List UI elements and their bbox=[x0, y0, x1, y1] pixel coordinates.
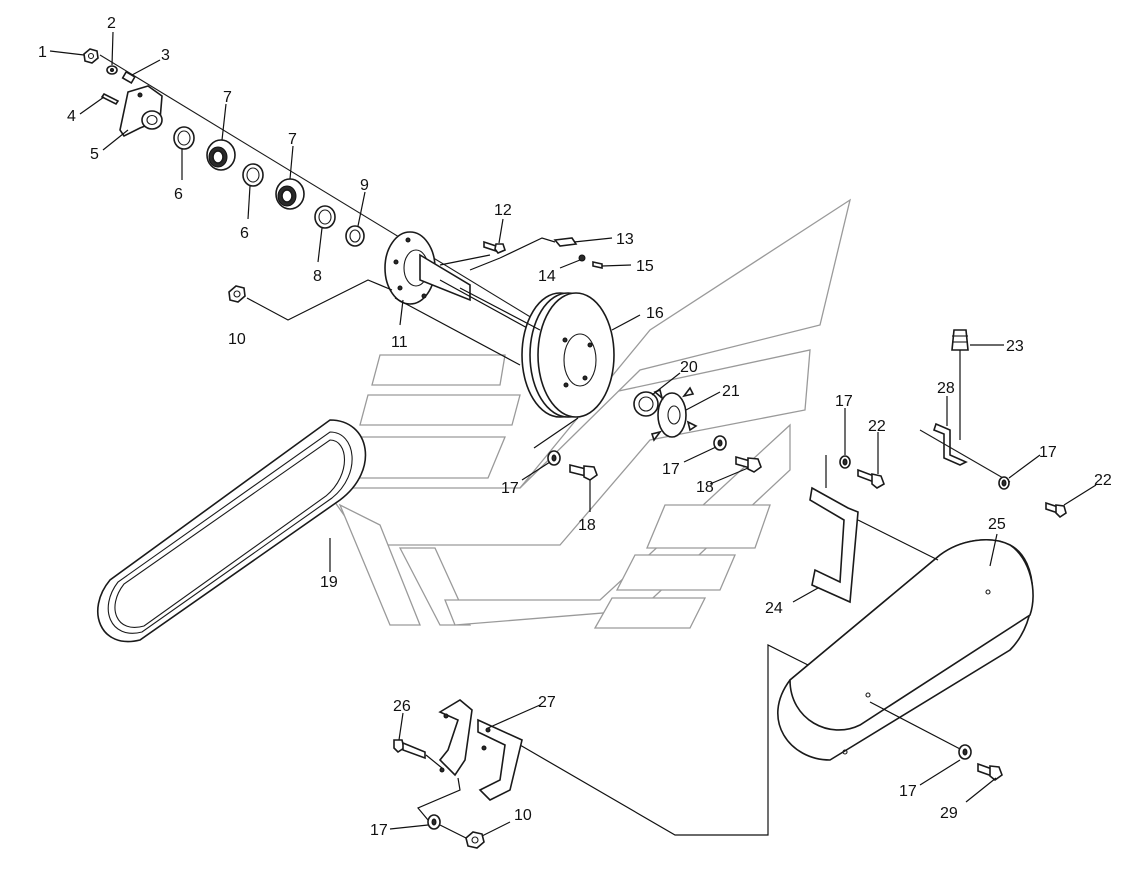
callout-22-a: 22 bbox=[868, 418, 886, 435]
callout-26: 26 bbox=[393, 698, 411, 715]
callout-28: 28 bbox=[937, 380, 955, 397]
callout-9: 9 bbox=[360, 177, 369, 194]
part-12-bolt bbox=[483, 240, 506, 254]
callout-17-e: 17 bbox=[370, 822, 388, 839]
part-18-bolt-b bbox=[735, 455, 762, 473]
callout-7-a: 7 bbox=[223, 89, 232, 106]
part-13-clip bbox=[553, 237, 578, 247]
part-17-lock-washer-a bbox=[547, 450, 561, 466]
callout-19: 19 bbox=[320, 574, 338, 591]
part-27-bracket bbox=[438, 699, 523, 801]
callout-25: 25 bbox=[988, 516, 1006, 533]
part-7-bearing-a bbox=[206, 139, 236, 171]
callout-13: 13 bbox=[616, 231, 634, 248]
part-26-bolt bbox=[393, 739, 426, 760]
shaft-axis-line bbox=[99, 54, 561, 336]
part-11-hub bbox=[384, 231, 471, 305]
callout-17-a: 17 bbox=[501, 480, 519, 497]
callout-3: 3 bbox=[161, 47, 170, 64]
callout-12: 12 bbox=[494, 202, 512, 219]
part-17-lock-washer-d bbox=[998, 476, 1010, 490]
callout-6-a: 6 bbox=[174, 186, 183, 203]
callout-20: 20 bbox=[680, 359, 698, 376]
callout-15: 15 bbox=[636, 258, 654, 275]
part-17-lock-washer-f bbox=[427, 814, 441, 830]
part-3-pin bbox=[121, 70, 136, 85]
callout-17-c: 17 bbox=[835, 393, 853, 410]
part-14-washer bbox=[578, 254, 586, 262]
part-28-bracket bbox=[933, 422, 968, 466]
part-16-pulley bbox=[521, 292, 615, 418]
part-18-bolt-a bbox=[569, 463, 598, 481]
callout-10-a: 10 bbox=[228, 331, 246, 348]
part-1-nut bbox=[83, 48, 99, 64]
callout-27: 27 bbox=[538, 694, 556, 711]
part-7-bearing-b bbox=[275, 178, 305, 210]
part-6-ring-b bbox=[242, 163, 264, 187]
part-17-lock-washer-c bbox=[839, 455, 851, 469]
part-17-lock-washer-e bbox=[958, 744, 972, 760]
part-20-ring bbox=[633, 391, 659, 417]
callout-1: 1 bbox=[38, 44, 47, 61]
callout-8: 8 bbox=[313, 268, 322, 285]
part-29-bolt bbox=[977, 762, 1003, 782]
part-22-bolt-a bbox=[857, 468, 885, 489]
callout-21: 21 bbox=[722, 383, 740, 400]
callout-23: 23 bbox=[1006, 338, 1024, 355]
part-10-nut-b bbox=[465, 831, 485, 849]
part-24-bracket bbox=[809, 486, 859, 604]
part-9-snap-ring bbox=[345, 225, 365, 247]
callout-14: 14 bbox=[538, 268, 556, 285]
callout-18-b: 18 bbox=[696, 479, 714, 496]
callout-17-b: 17 bbox=[662, 461, 680, 478]
callout-7-b: 7 bbox=[288, 131, 297, 148]
part-10-nut-a bbox=[228, 285, 246, 303]
part-22-bolt-b bbox=[1045, 501, 1067, 519]
callout-17-d: 17 bbox=[1039, 444, 1057, 461]
part-4-key bbox=[100, 92, 120, 106]
callout-29: 29 bbox=[940, 805, 958, 822]
part-2-washer bbox=[106, 65, 118, 75]
part-15-screw bbox=[592, 261, 603, 269]
part-19-belt bbox=[96, 419, 367, 643]
part-21-fan bbox=[650, 386, 698, 442]
callout-22-b: 22 bbox=[1094, 472, 1112, 489]
callout-2: 2 bbox=[107, 15, 116, 32]
part-17-lock-washer-b bbox=[713, 435, 727, 451]
callout-labels: 1 2 3 4 5 6 7 6 7 8 9 10 11 12 13 14 15 … bbox=[38, 15, 1112, 839]
callout-16: 16 bbox=[646, 305, 664, 322]
leader-lines bbox=[49, 31, 1097, 837]
callout-17-f: 17 bbox=[899, 783, 917, 800]
callout-5: 5 bbox=[90, 146, 99, 163]
part-6-ring-a bbox=[173, 126, 195, 150]
part-23-fitting bbox=[951, 329, 969, 351]
part-8-ring bbox=[314, 205, 336, 229]
callout-6-b: 6 bbox=[240, 225, 249, 242]
callout-11: 11 bbox=[391, 334, 408, 351]
callout-24: 24 bbox=[765, 600, 783, 617]
callout-4: 4 bbox=[67, 108, 76, 125]
watermark-logo bbox=[323, 198, 852, 629]
callout-10-b: 10 bbox=[514, 807, 532, 824]
part-5-housing bbox=[119, 85, 163, 138]
part-25-belt-cover bbox=[777, 539, 1034, 761]
callout-18-a: 18 bbox=[578, 517, 596, 534]
